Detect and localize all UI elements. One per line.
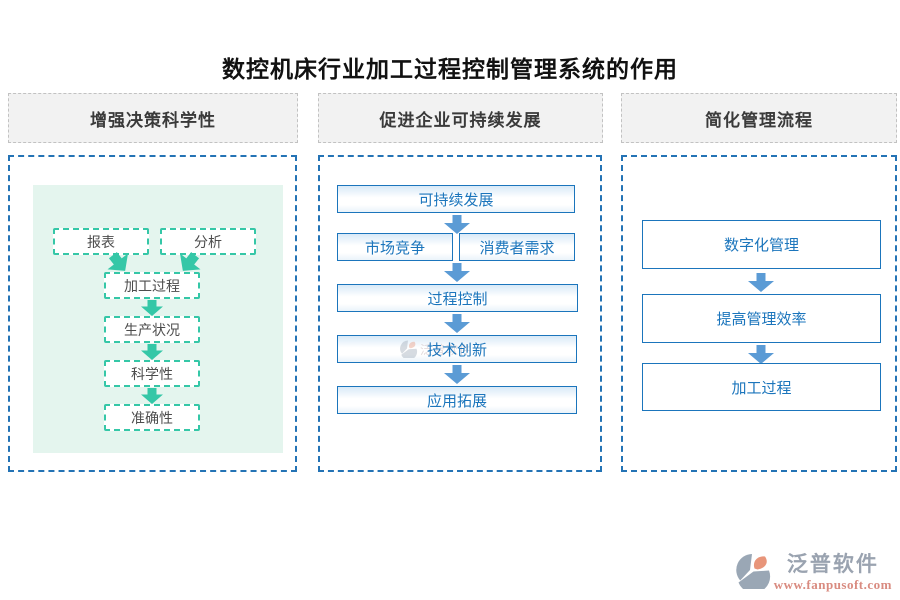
sustainability-flow-panel: 可持续发展 市场竞争 消费者需求 过程控制 泛普软件 技术创新 应用拓展 [318, 155, 602, 472]
brand-name: 泛普软件 [786, 553, 879, 576]
arrow-down-icon [141, 344, 163, 360]
node-accuracy: 准确性 [104, 404, 200, 431]
arrow-down-icon [748, 273, 774, 292]
column-header-decision: 增强决策科学性 [8, 93, 298, 143]
decision-flow-panel: 报表 分析 加工过程 生产状况 科学性 准确性 [8, 155, 297, 472]
node-process-control: 过程控制 [337, 284, 578, 312]
node-production-status: 生产状况 [104, 316, 200, 343]
column-header-management: 简化管理流程 [621, 93, 897, 143]
node-machining-process: 加工过程 [642, 363, 881, 411]
fanpu-logo-icon [735, 554, 770, 589]
node-market-competition: 市场竞争 [337, 233, 453, 261]
column-header-sustainability: 促进企业可持续发展 [318, 93, 603, 143]
node-machining-process: 加工过程 [104, 272, 200, 299]
fanpu-logo-icon [400, 340, 418, 358]
arrow-down-icon [444, 215, 470, 234]
node-consumer-demand: 消费者需求 [459, 233, 575, 261]
management-flow-panel: 数字化管理 提高管理效率 加工过程 [621, 155, 897, 472]
brand-url: www.fanpusoft.com [773, 577, 892, 592]
node-scientificity: 科学性 [104, 360, 200, 387]
page-title: 数控机床行业加工过程控制管理系统的作用 [222, 57, 678, 82]
node-technical-innovation: 泛普软件 技术创新 [337, 335, 577, 363]
arrow-down-icon [141, 388, 163, 404]
node-application-expansion: 应用拓展 [337, 386, 577, 414]
footer-brand: 泛普软件 www.fanpusoft.com [735, 553, 892, 592]
arrow-down-icon [444, 365, 470, 384]
node-digital-management: 数字化管理 [642, 220, 881, 269]
arrow-down-icon [444, 263, 470, 282]
node-label: 技术创新 [426, 341, 487, 359]
arrow-down-icon [141, 300, 163, 316]
node-management-efficiency: 提高管理效率 [642, 294, 881, 343]
arrow-down-icon [748, 345, 774, 364]
node-analysis: 分析 [160, 228, 256, 255]
node-reports: 报表 [53, 228, 149, 255]
node-sustainable-development: 可持续发展 [337, 185, 575, 213]
arrow-down-icon [444, 314, 470, 333]
